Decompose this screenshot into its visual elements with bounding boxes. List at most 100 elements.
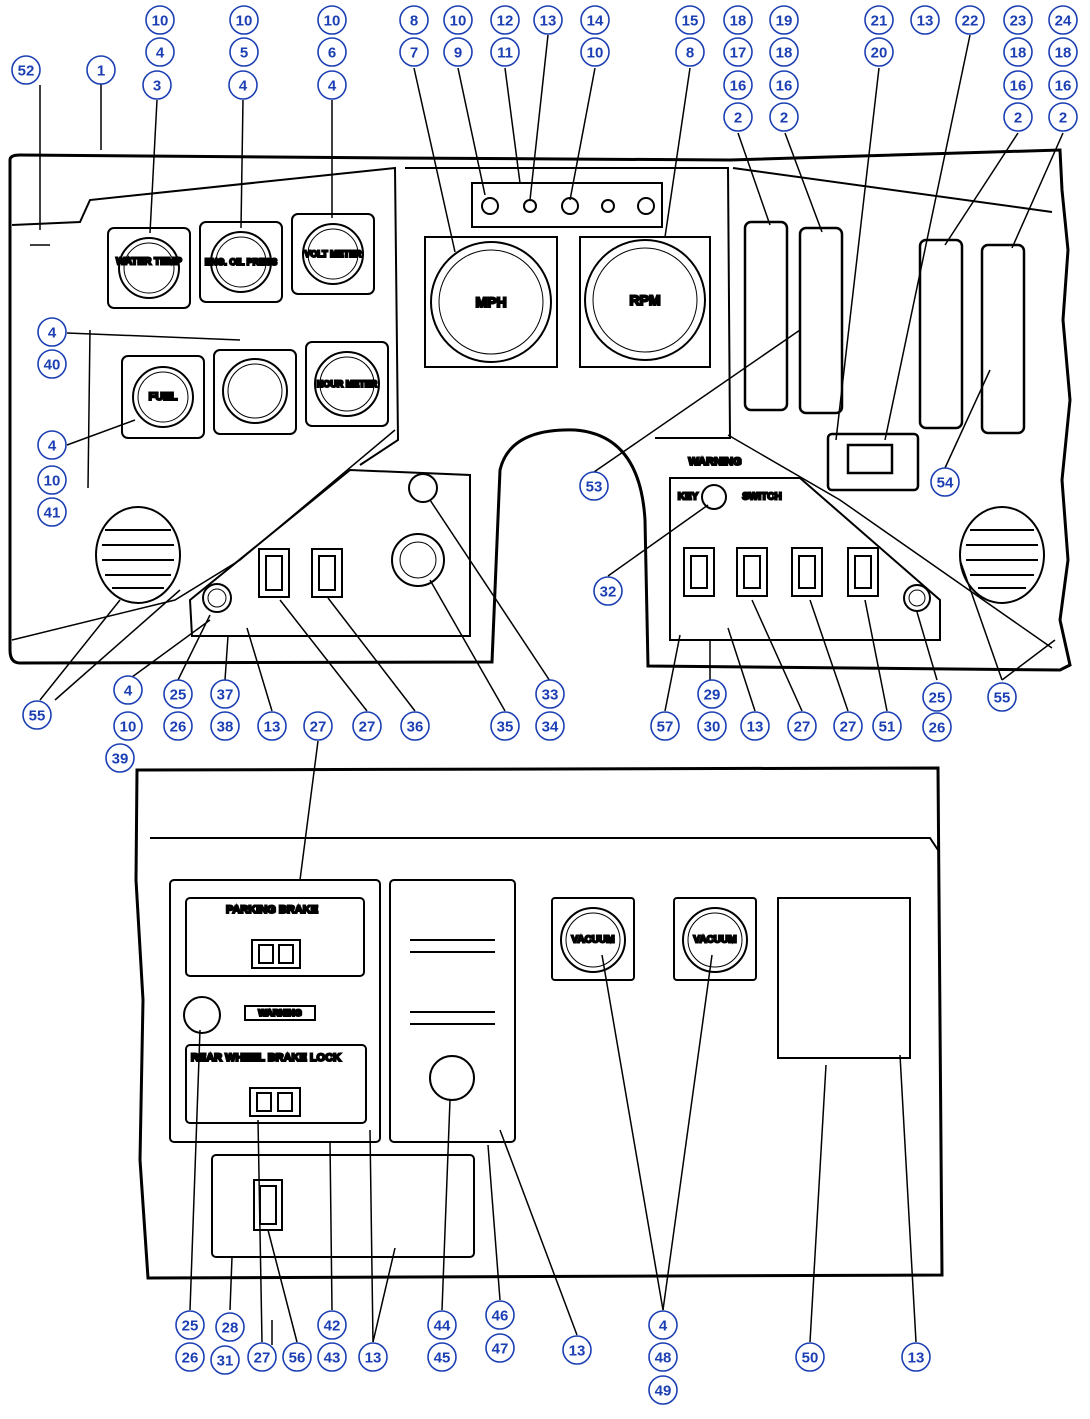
callout-number: 7	[410, 45, 418, 62]
callout-18: 18	[1048, 37, 1078, 67]
callout-16: 16	[1048, 70, 1078, 100]
callout-13: 13	[257, 711, 287, 741]
eng-oil-press-label: ENG. OIL PRESS	[205, 257, 277, 267]
water-temp-label-a: WATER TEMP	[116, 257, 182, 268]
callout-number: 17	[730, 45, 747, 62]
callout-number: 13	[908, 1350, 925, 1367]
callout-number: 30	[704, 719, 721, 736]
callout-18: 18	[723, 5, 753, 35]
callout-number: 10	[44, 473, 61, 490]
callout-4: 4	[317, 70, 347, 100]
brake-switch-plate: PARKING BRAKE WARNING REAR WHEEL BRAKE L…	[169, 879, 381, 1143]
callout-33: 33	[535, 679, 565, 709]
rear-wheel-brake-lock-label: REAR WHEEL BRAKE LOCK	[191, 1052, 341, 1064]
callout-13: 13	[358, 1342, 388, 1372]
water-temp-gauge: WATER TEMP	[107, 227, 191, 309]
callout-number: 11	[497, 45, 513, 62]
callout-4: 4	[145, 37, 175, 67]
blank-cover-plate	[777, 897, 911, 1059]
callout-46: 46	[485, 1300, 515, 1330]
callout-number: 54	[937, 475, 954, 492]
callout-40: 40	[37, 349, 67, 379]
callout-number: 10	[450, 13, 467, 30]
callout-number: 3	[153, 78, 161, 95]
callout-57: 57	[650, 711, 680, 741]
callout-number: 27	[840, 719, 857, 736]
callout-8: 8	[399, 5, 429, 35]
callout-25: 25	[163, 679, 193, 709]
callout-number: 4	[124, 683, 133, 700]
callout-2: 2	[1048, 102, 1078, 132]
callout-number: 29	[704, 687, 721, 704]
callout-14: 14	[580, 5, 610, 35]
callout-number: 28	[222, 1320, 239, 1337]
callout-number: 16	[1010, 78, 1027, 95]
callout-4: 4	[228, 70, 258, 100]
callout-13: 13	[740, 711, 770, 741]
callout-number: 57	[657, 719, 674, 736]
callout-number: 10	[152, 13, 169, 30]
callout-number: 27	[359, 719, 376, 736]
callout-number: 10	[120, 719, 137, 736]
callout-10: 10	[580, 37, 610, 67]
callout-51: 51	[872, 711, 902, 741]
callout-20: 20	[864, 37, 894, 67]
callout-1: 1	[86, 55, 116, 85]
callout-number: 31	[217, 1353, 234, 1370]
callout-number: 25	[170, 687, 187, 704]
callout-18: 18	[769, 37, 799, 67]
callout-11: 11	[490, 37, 520, 67]
callout-number: 24	[1055, 13, 1072, 30]
callout-number: 55	[29, 708, 46, 725]
callout-number: 10	[236, 13, 253, 30]
callout-number: 36	[407, 719, 424, 736]
callout-16: 16	[769, 70, 799, 100]
callout-36: 36	[400, 711, 430, 741]
callout-44: 44	[427, 1310, 457, 1340]
callout-number: 49	[655, 1383, 672, 1400]
hour-meter-gauge: HOUR METER	[305, 341, 389, 427]
callout-number: 2	[780, 110, 788, 127]
callout-10: 10	[317, 5, 347, 35]
callout-number: 1	[97, 63, 105, 80]
callout-10: 10	[37, 465, 67, 495]
callout-number: 4	[659, 1318, 668, 1335]
callout-number: 18	[730, 13, 747, 30]
callout-number: 51	[879, 719, 896, 736]
callout-27: 27	[787, 711, 817, 741]
callout-16: 16	[723, 70, 753, 100]
callout-45: 45	[427, 1342, 457, 1372]
callout-number: 2	[1059, 110, 1067, 127]
right-speaker-grille	[959, 506, 1045, 604]
callout-23: 23	[1003, 5, 1033, 35]
callout-42: 42	[317, 1310, 347, 1340]
callout-number: 19	[776, 13, 793, 30]
callout-34: 34	[535, 711, 565, 741]
callout-number: 15	[682, 13, 699, 30]
callout-37: 37	[210, 679, 240, 709]
callout-26: 26	[175, 1342, 205, 1372]
callout-number: 2	[734, 110, 742, 127]
eng-oil-press-gauge: ENG. OIL PRESS	[199, 221, 283, 303]
callout-number: 10	[324, 13, 341, 30]
callout-number: 4	[156, 45, 165, 62]
callout-24: 24	[1048, 5, 1078, 35]
callout-38: 38	[210, 711, 240, 741]
callout-number: 43	[324, 1350, 341, 1367]
callout-number: 27	[310, 719, 327, 736]
hour-meter-label: HOUR METER	[317, 379, 378, 389]
fuel-label: FUEL	[149, 391, 178, 403]
callout-number: 37	[217, 687, 234, 704]
callout-number: 41	[44, 505, 61, 522]
callout-number: 48	[655, 1350, 672, 1367]
upper-dash-panel	[8, 148, 1072, 672]
callout-number: 39	[112, 751, 129, 768]
callout-number: 34	[542, 719, 559, 736]
callout-number: 8	[410, 13, 418, 30]
callout-13: 13	[533, 5, 563, 35]
callout-number: 9	[454, 45, 462, 62]
callout-39: 39	[105, 743, 135, 773]
callout-2: 2	[1003, 102, 1033, 132]
callout-number: 13	[569, 1343, 586, 1360]
